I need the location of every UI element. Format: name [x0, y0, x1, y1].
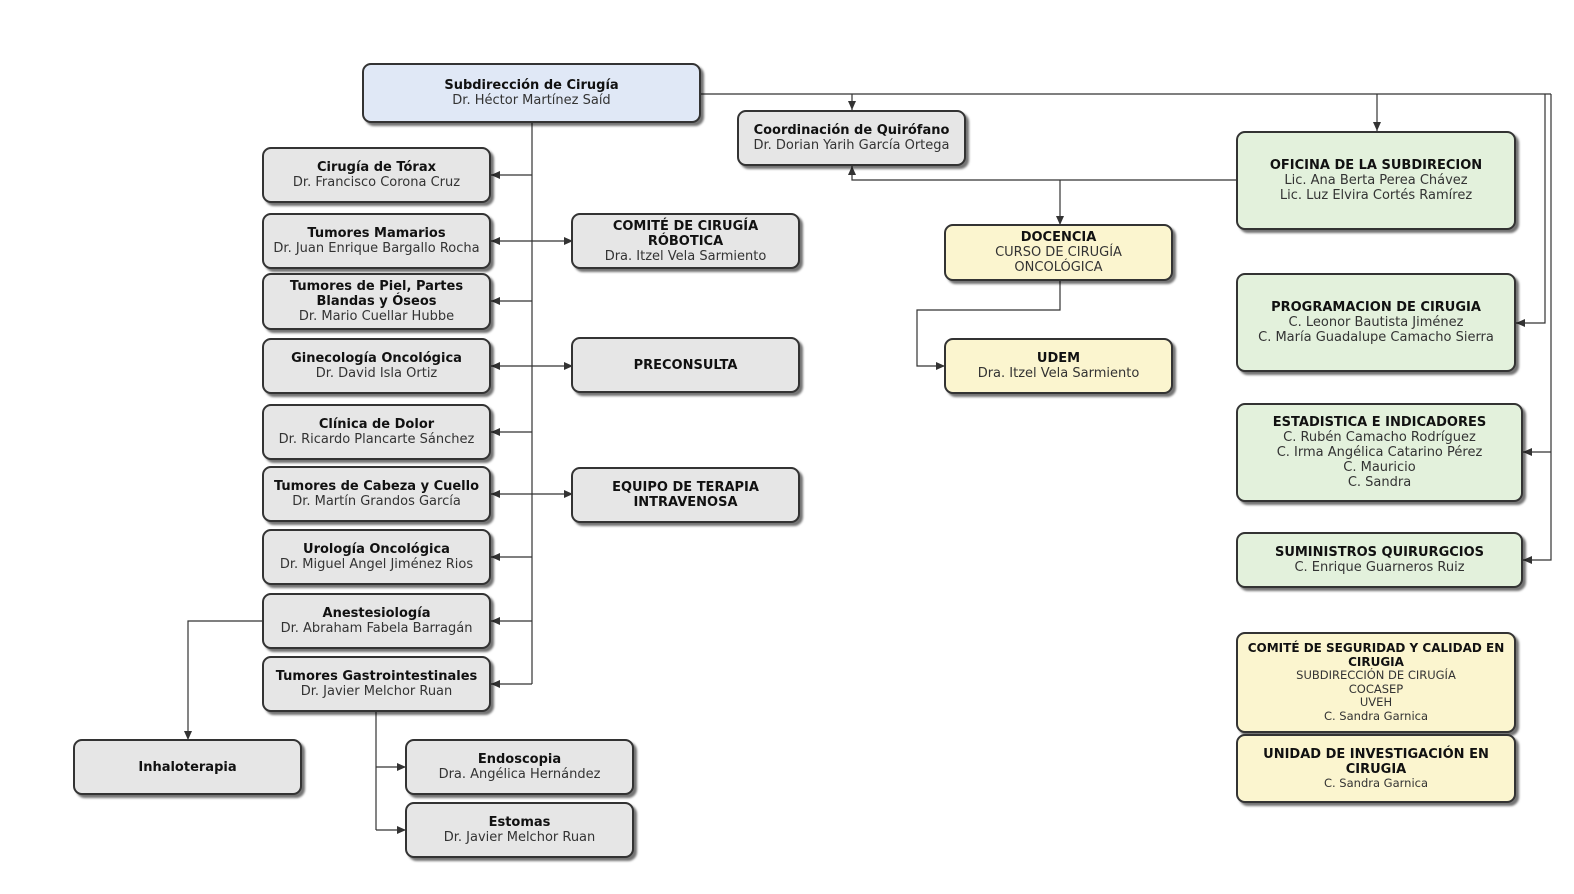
node-line: C. Sandra Garnica — [1323, 708, 1429, 723]
node-line: C. Leonor Bautista Jiménez — [1288, 315, 1464, 330]
node-line: C. María Guadalupe Camacho Sierra — [1258, 330, 1494, 345]
node-ginecologia: Ginecología Oncológica Dr. David Isla Or… — [262, 338, 491, 394]
node-udem: UDEM Dra. Itzel Vela Sarmiento — [944, 338, 1173, 394]
node-title: COMITÉ DE SEGURIDAD Y CALIDAD EN CIRUGIA — [1247, 641, 1505, 669]
node-title: Subdirección de Cirugía — [444, 78, 619, 93]
node-title: Cirugía de Tórax — [316, 160, 436, 175]
node-estomas: Estomas Dr. Javier Melchor Ruan — [405, 802, 634, 858]
node-inhaloterapia: Inhaloterapia — [73, 739, 302, 795]
node-line: Dra. Itzel Vela Sarmiento — [977, 366, 1140, 381]
node-line: Dr. Ricardo Plancarte Sánchez — [278, 432, 475, 447]
node-line: Dr. Dorian Yarih García Ortega — [753, 138, 950, 153]
node-subdireccion: Subdirección de Cirugía Dr. Héctor Martí… — [362, 63, 701, 123]
node-line: C. Mauricio — [1343, 460, 1416, 475]
node-title: OFICINA DE LA SUBDIRECION — [1269, 158, 1483, 173]
node-piel: Tumores de Piel, Partes Blandas y Óseos … — [262, 273, 491, 330]
node-docencia: DOCENCIA CURSO DE CIRUGÍA ONCOLÓGICA — [944, 224, 1173, 281]
node-title: PROGRAMACION DE CIRUGIA — [1271, 300, 1481, 315]
node-endoscopia: Endoscopia Dra. Angélica Hernández — [405, 739, 634, 795]
node-line: CURSO DE CIRUGÍA ONCOLÓGICA — [995, 245, 1122, 275]
node-title: Tumores Gastrointestinales — [275, 669, 478, 684]
node-comite-seguridad: COMITÉ DE SEGURIDAD Y CALIDAD EN CIRUGIA… — [1236, 632, 1516, 733]
node-title: Inhaloterapia — [138, 759, 237, 775]
node-line: Dra. Itzel Vela Sarmiento — [604, 248, 767, 264]
node-suministros: SUMINISTROS QUIRURGCIOS C. Enrique Guarn… — [1236, 532, 1523, 588]
node-cabeza: Tumores de Cabeza y Cuello Dr. Martín Gr… — [262, 466, 491, 522]
node-line: UVEH — [1359, 695, 1393, 709]
node-programacion: PROGRAMACION DE CIRUGIA C. Leonor Bautis… — [1236, 273, 1516, 372]
node-line: Dr. Héctor Martínez Saíd — [452, 93, 611, 108]
node-torax: Cirugía de Tórax Dr. Francisco Corona Cr… — [262, 147, 491, 203]
node-mamarios: Tumores Mamarios Dr. Juan Enrique Bargal… — [262, 213, 491, 269]
node-title: UDEM — [1036, 351, 1081, 366]
node-title: Urología Oncológica — [303, 542, 450, 557]
node-line: C. Enrique Guarneros Ruiz — [1294, 560, 1465, 575]
node-line: SUBDIRECCIÓN DE CIRUGÍA — [1296, 668, 1456, 682]
node-estadistica: ESTADISTICA E INDICADORES C. Rubén Camac… — [1236, 403, 1523, 502]
node-line: Lic. Ana Berta Perea Chávez — [1284, 173, 1468, 188]
node-anestesiologia: Anestesiología Dr. Abraham Fabela Barrag… — [262, 593, 491, 649]
node-oficina: OFICINA DE LA SUBDIRECION Lic. Ana Berta… — [1236, 131, 1516, 230]
node-urologia: Urología Oncológica Dr. Miguel Angel Jim… — [262, 529, 491, 585]
node-title: COMITÉ DE CIRUGÍA RÓBOTICA — [612, 218, 759, 249]
node-preconsulta: PRECONSULTA — [571, 337, 800, 393]
node-line: Dr. Javier Melchor Ruan — [443, 830, 596, 845]
node-line: Dr. David Isla Ortiz — [315, 366, 438, 381]
node-title: DOCENCIA — [1020, 230, 1097, 245]
node-title: Anestesiología — [322, 606, 431, 621]
node-line: C. Rubén Camacho Rodríguez — [1283, 430, 1476, 445]
node-title: Clínica de Dolor — [318, 417, 435, 432]
node-title: SUMINISTROS QUIRURGCIOS — [1274, 545, 1485, 560]
node-title: Endoscopia — [477, 752, 562, 767]
node-line: Dra. Angélica Hernández — [438, 767, 601, 782]
node-comite-robotica: COMITÉ DE CIRUGÍA RÓBOTICA Dra. Itzel Ve… — [571, 213, 800, 269]
node-title: Estomas — [488, 815, 551, 830]
node-quirofano: Coordinación de Quirófano Dr. Dorian Yar… — [737, 110, 966, 166]
node-gastro: Tumores Gastrointestinales Dr. Javier Me… — [262, 656, 491, 712]
node-line: C. Sandra Garnica — [1323, 775, 1429, 790]
node-line: Dr. Juan Enrique Bargallo Rocha — [273, 241, 480, 256]
node-line: Dr. Mario Cuellar Hubbe — [298, 309, 455, 324]
node-title: ESTADISTICA E INDICADORES — [1272, 415, 1487, 430]
node-line: Dr. Javier Melchor Ruan — [300, 684, 453, 699]
node-line: C. Irma Angélica Catarino Pérez — [1276, 445, 1483, 460]
node-title: Tumores de Cabeza y Cuello — [273, 479, 480, 494]
node-line: Lic. Luz Elvira Cortés Ramírez — [1279, 188, 1473, 203]
node-title: Tumores Mamarios — [307, 226, 446, 241]
node-line: Dr. Miguel Angel Jiménez Rios — [279, 557, 474, 572]
node-line: C. Sandra — [1347, 475, 1412, 490]
node-dolor: Clínica de Dolor Dr. Ricardo Plancarte S… — [262, 404, 491, 460]
node-title: Tumores de Piel, Partes Blandas y Óseos — [289, 279, 464, 309]
node-line: Dr. Francisco Corona Cruz — [292, 175, 461, 190]
node-line: COCASEP — [1348, 681, 1404, 696]
node-terapia: EQUIPO DE TERAPIA INTRAVENOSA — [571, 467, 800, 523]
node-investigacion: UNIDAD DE INVESTIGACIÓN EN CIRUGIA C. Sa… — [1236, 734, 1516, 803]
node-title: PRECONSULTA — [633, 357, 738, 373]
node-title: UNIDAD DE INVESTIGACIÓN EN CIRUGIA — [1263, 746, 1489, 777]
node-line: Dr. Martín Grandos García — [292, 494, 461, 509]
node-title: EQUIPO DE TERAPIA INTRAVENOSA — [612, 480, 759, 510]
node-title: Ginecología Oncológica — [291, 351, 462, 366]
node-title: Coordinación de Quirófano — [753, 123, 950, 138]
node-line: Dr. Abraham Fabela Barragán — [280, 621, 473, 636]
